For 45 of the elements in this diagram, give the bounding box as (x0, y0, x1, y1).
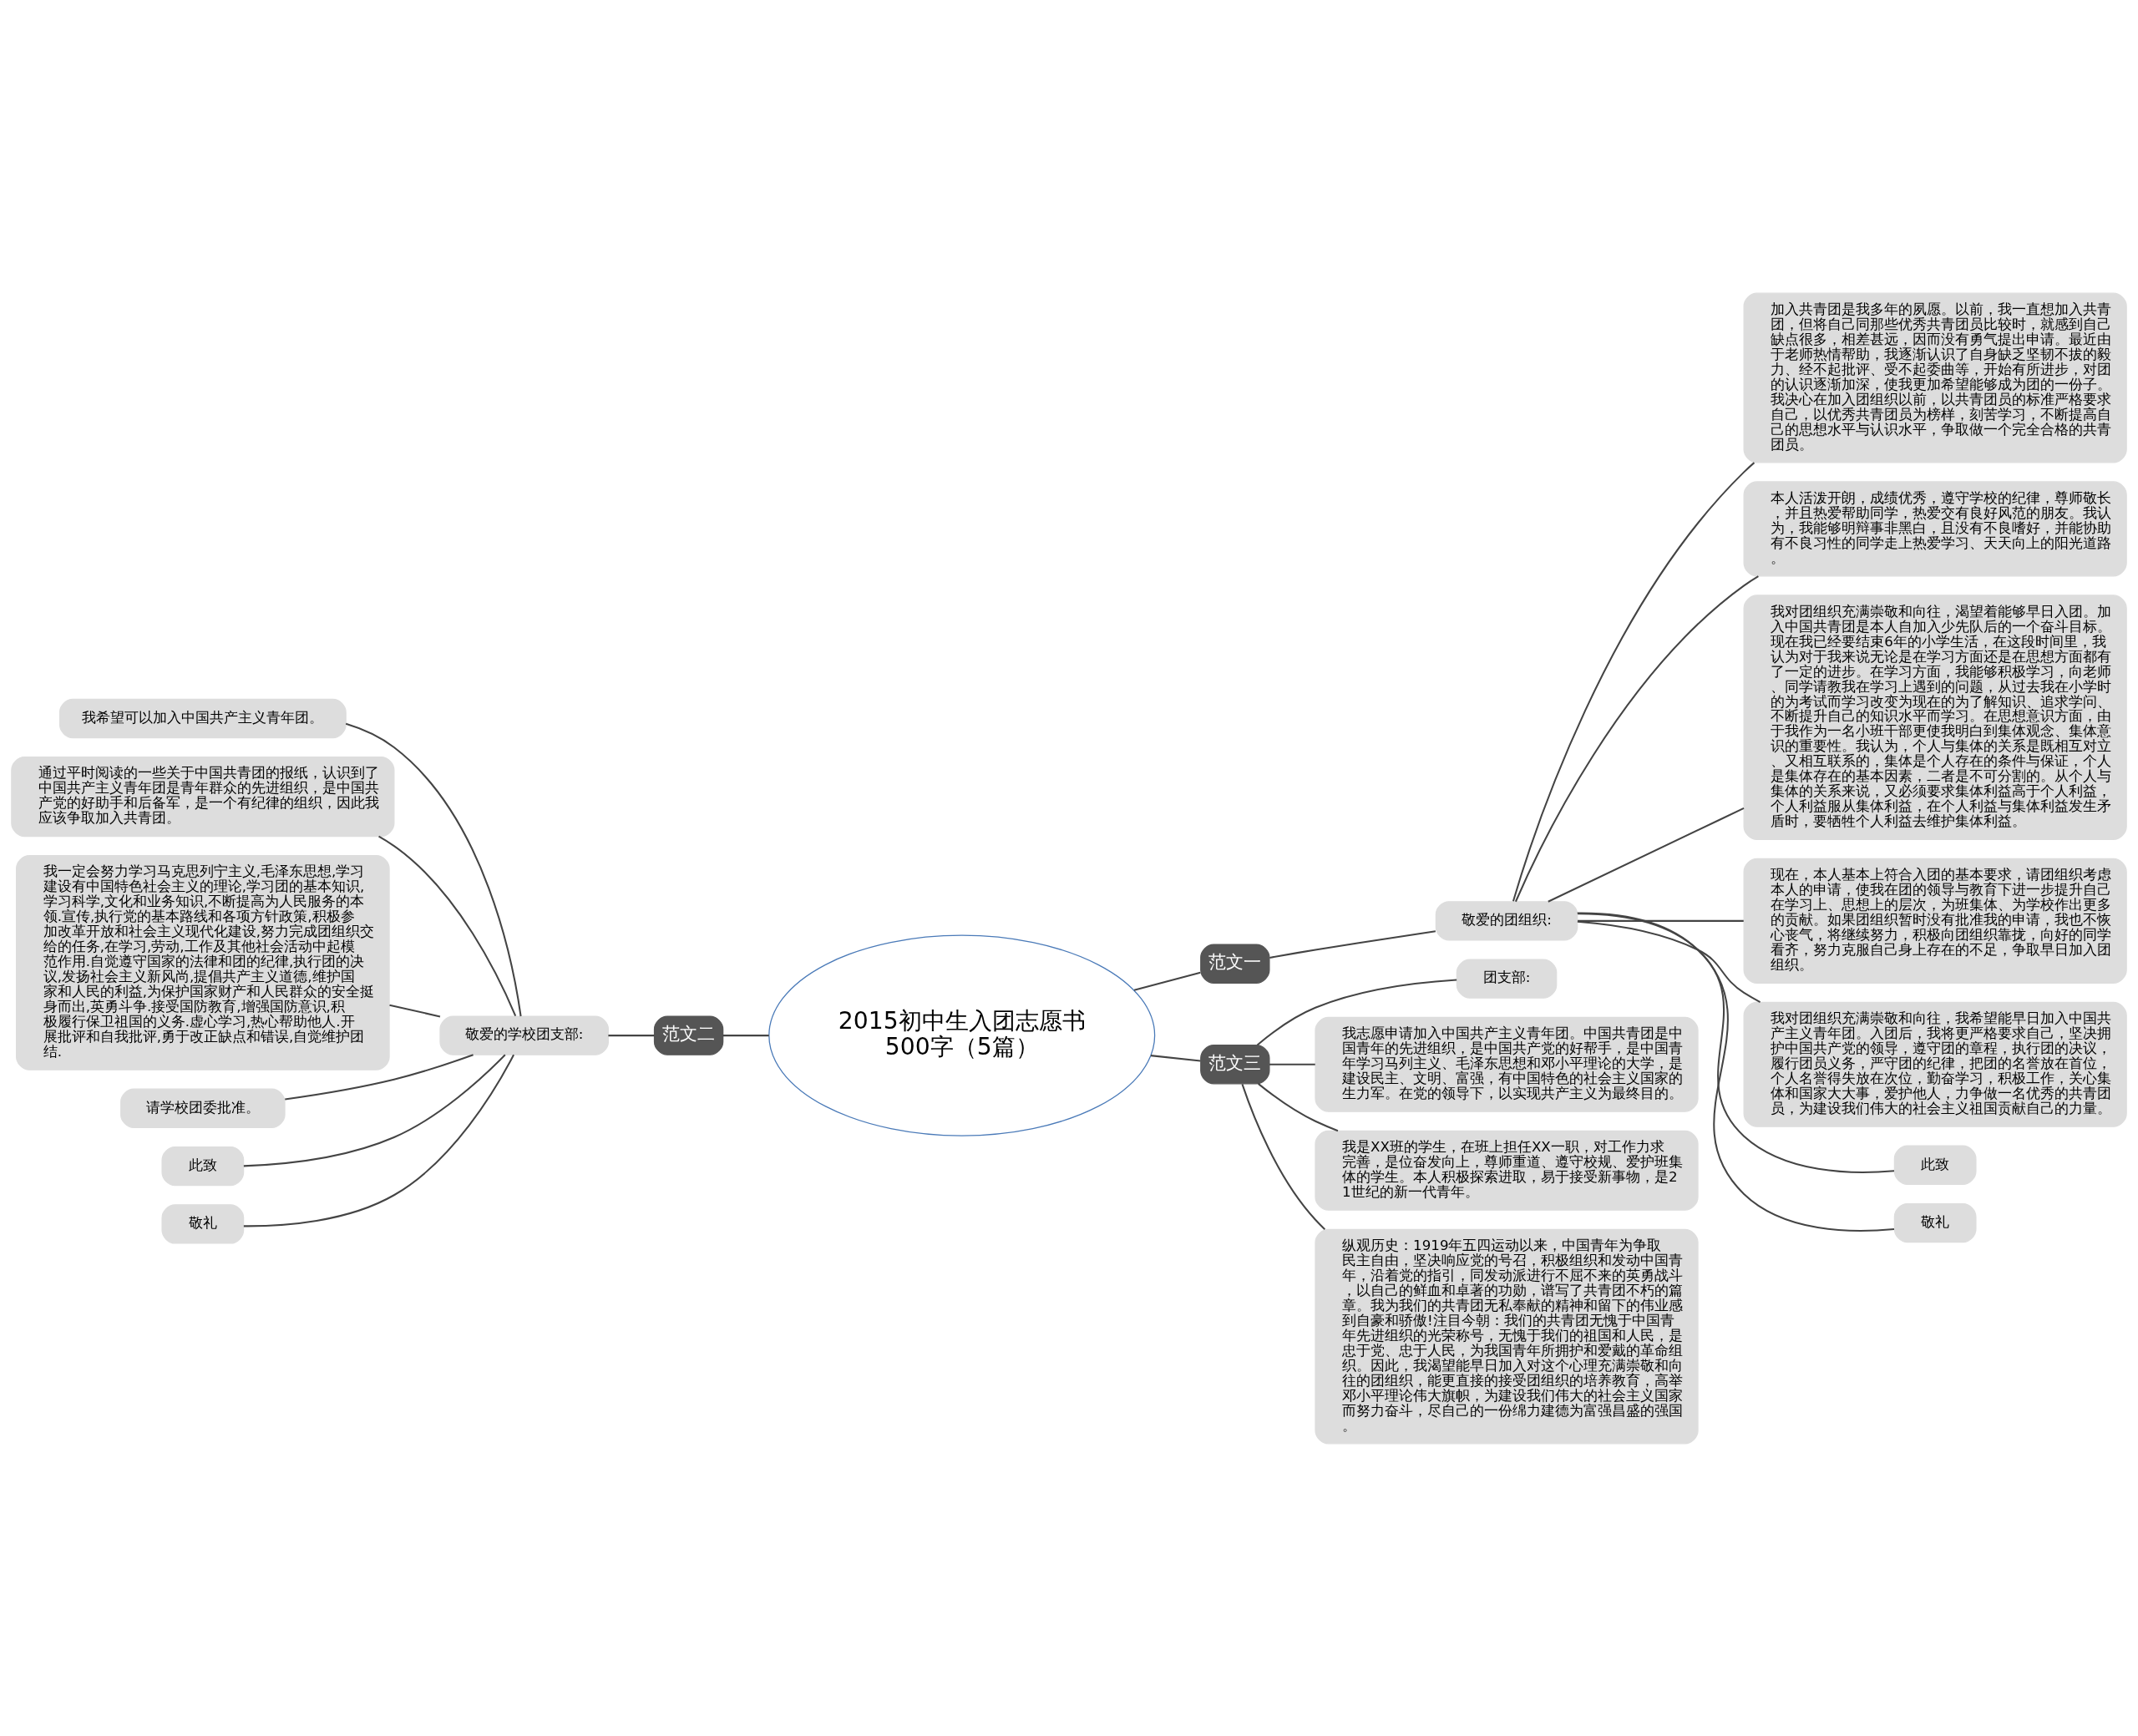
connector (378, 835, 517, 1016)
connector (608, 1034, 655, 1036)
node-box: 现在，本人基本上符合入团的基本要求，请团组织考虑本人的申请，使我在团的领导与教育下进一步提升自己在学习上、思想上的层次，为班集体、为学校作出更多的贡献。如果团组织暂时没有批准我的申请，我也不恢心丧气，将继续努力，积极向团组织靠拢，向好的同学看齐，努力克服自己身上存在的不足，争取早日加入团组织。 (1743, 858, 2127, 984)
node-box: 纵观历史：1919年五四运动以来，中国青年为争取民主自由，坚决响应党的号召，积极组织和发动中国青年，沿着党的指引，同发动派进行不屈不来的英勇战斗，以自己的鲜血和卓著的功勋，谱写了共青团不朽的篇章。我为我们的共青团无私奉献的精神和留下的伟业感到自豪和骄傲!注目今朝：我们的共青团无愧于中国青年先进组织的光荣称号，无愧于我们的祖国和人民，是忠于党、忠于人民，为我国青年所拥护和爱戴的革命组织。因此，我渴望能早日加入对这个心理充满崇敬和向往的团组织，能更直接的接受团组织的培养教育，高举邓小平理论伟大旗帜，为建设我们伟大的社会主义国家而努力奋斗，尽自己的一份绵力建德为富强昌盛的强国。 (1315, 1228, 1699, 1444)
node-box: 加入共青团是我多年的夙愿。以前，我一直想加入共青团，但将自己同那些优秀共青团员比较时，就感到自己缺点很多，相差甚远，因而没有勇气提出申请。最近由于老师热情帮助，我逐渐认识了自身缺乏坚韧不拔的毅力、经不起批评、受不起委曲等，开始有所进步，对团的认识逐渐加深，使我更加希望能够成为团的一份子。我决心在加入团组织以前，以共青团员的标准严格要求自己，以优秀共青团员为榜样，刻苦学习，不断提高自己的思想水平与认识水平，争取做一个完全合格的共青团员。 (1743, 292, 2127, 463)
node-box: 敬礼 (161, 1203, 245, 1244)
connector (1269, 1063, 1315, 1065)
connector (722, 1034, 769, 1036)
connector (285, 1053, 474, 1100)
node-box: 我一定会努力学习马克思列宁主义,毛泽东思想,学习建设有中国特色社会主义的理论,学习团的基本知识,学习科学,文化和业务知识,不断提高为人民服务的本领.宣传,执行党的基本路线和各项方针政策,积极参加改革开放和社会主义现代化建设,努力完成团组织交给的任务,在学习,劳动,工作及其他社会活动中起模范作用.自觉遵守国家的法律和团的纪律,执行团的决议,发扬社会主义新风尚,提倡共产主义道德,维护国家和人民的利益,为保护国家财产和人民群众的安全挺身而出,英勇斗争.接受国防教育,增强国防意识,积极履行保卫祖国的义务.虚心学习,热心帮助他人.开展批评和自我批评,勇于改正缺点和错误,自觉维护团结. (16, 854, 390, 1070)
node-box: 我希望可以加入中国共产主义青年团。 (58, 698, 347, 738)
connector (1512, 461, 1755, 902)
node-box: 敬爱的团组织: (1435, 900, 1578, 941)
connector (243, 1054, 506, 1167)
connector (1577, 912, 1895, 1232)
connector (1515, 574, 1759, 902)
node-ellipse: 2015初中生入团志愿书500字（5篇） (768, 934, 1156, 1136)
node-box: 本人活泼开朗，成绩优秀，遵守学校的纪律，尊师敬长，并且热爱帮助同学，热爱交有良好风范的朋友。我认为，我能够明辩事非黑白，且没有不良嗜好，并能协助有不良习性的同学走上热爱学习、天天向上的阳光道路。 (1743, 480, 2127, 576)
node-box: 我志愿申请加入中国共产主义青年团。中国共青团是中国青年的先进组织，是中国共产党的好帮手，是中国青年学习马列主义、毛泽东思想和邓小平理论的大学，是建设民主、文明、富强，有中国特色的社会主义国家的生力军。在党的领导下，以实现共产主义为最终目的。 (1315, 1016, 1699, 1112)
connector (1133, 971, 1201, 991)
node-box: 敬礼 (1893, 1202, 1977, 1243)
connector (1578, 919, 1744, 922)
node-box: 此致 (1893, 1145, 1977, 1185)
connector (243, 1054, 514, 1227)
connector (389, 1004, 441, 1017)
node-box: 通过平时阅读的一些关于中国共青团的报纸，认识到了中国共产主义青年团是青年群众的先进组织，是中国共产党的好助手和后备军，是一个有纪律的组织，因此我应该争取加入共青团。 (11, 756, 395, 837)
node-box: 范文一 (1200, 943, 1270, 984)
connector (1258, 1082, 1339, 1131)
connector (1577, 920, 1761, 1003)
connector (1269, 929, 1436, 959)
connector (1256, 979, 1457, 1045)
node-box: 范文二 (653, 1015, 724, 1055)
connector (345, 722, 522, 1016)
connector (1150, 1054, 1201, 1061)
node-box: 我对团组织充满崇敬和向往，渴望着能够早日入团。加入中国共青团是本人自加入少先队后的一个奋斗目标。现在我已经要结束6年的小学生活，在这段时间里，我认为对于我来说无论是在学习方面还是在思想方面都有了一定的进步。在学习方面，我能够积极学习，向老师、同学请教我在学习上遇到的问题，从过去我在小学时的为考试而学习改变为现在的为了解知识、追求学问、不断提升自己的知识水平而学习。在思想意识方面，由于我作为一名小班干部更使我明白到集体观念、集体意识的重要性。我认为，个人与集体的关系是既相互对立、又相互联系的，集体是个人存在的条件与保证，个人是集体存在的基本因素，二者是不可分割的。从个人与集体的关系来说，又必须要求集体利益高于个人利益，个人利益服从集体利益，在个人利益与集体利益发生矛盾时，要牺牲个人利益去维护集体利益。 (1743, 594, 2127, 840)
node-box: 此致 (161, 1146, 245, 1186)
connector (1578, 912, 1895, 1173)
node-box: 敬爱的学校团支部: (439, 1015, 610, 1055)
node-box: 团支部: (1456, 958, 1558, 999)
node-box: 我对团组织充满崇敬和向往，我希望能早日加入中国共产主义青年团。入团后，我将更严格要求自己，坚决拥护中国共产党的领导，遵守团的章程，执行团的决议，履行团员义务，严守团的纪律，把团的名誉放在首位，个人名誉得失放在次位，勤奋学习，积极工作，关心集体和国家大大事，爱护他人，力争做一名优秀的共青团员，为建设我们伟大的社会主义祖国贡献自己的力量。 (1743, 1001, 2127, 1127)
connector (1241, 1083, 1325, 1230)
connector (1548, 807, 1745, 903)
node-box: 我是XX班的学生，在班上担任XX一职，对工作力求完善，是位奋发向上，尊师重道、遵守校规、爱护班集体的学生。本人积极探索进取，易于接受新事物，是21世纪的新一代青年。 (1315, 1130, 1699, 1211)
node-box: 范文三 (1200, 1044, 1270, 1084)
node-box: 请学校团委批准。 (120, 1088, 286, 1128)
